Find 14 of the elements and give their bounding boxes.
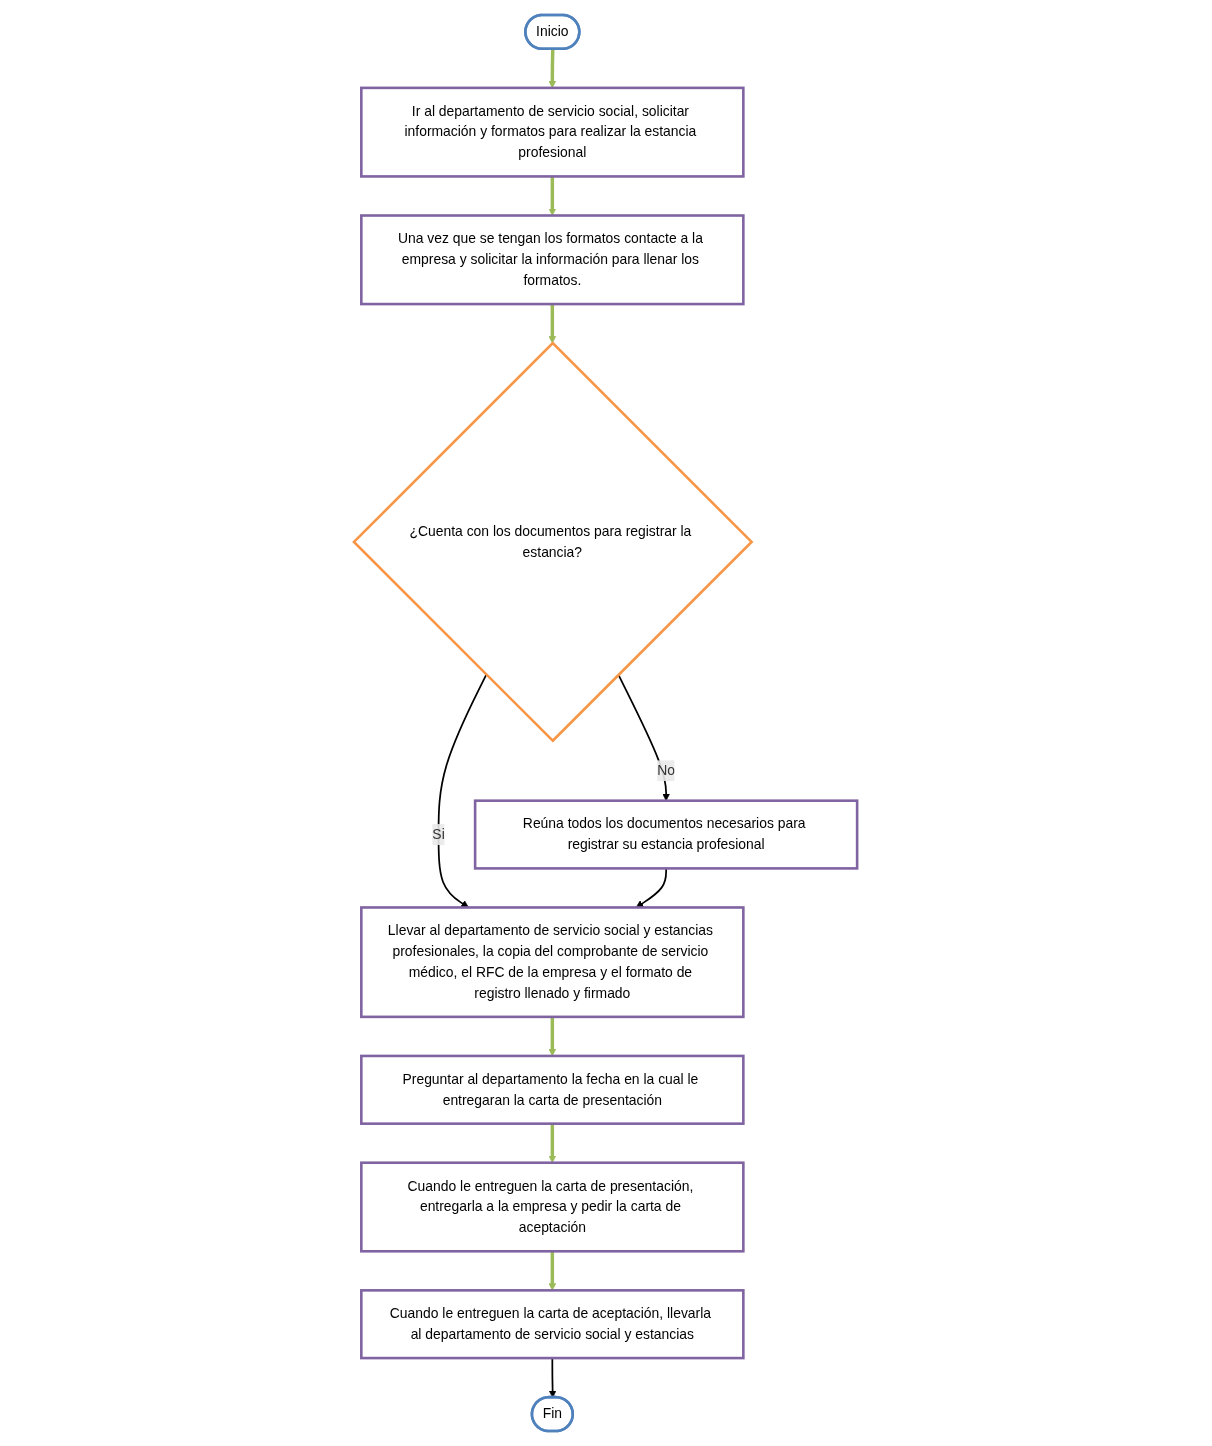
edge-label: Si	[432, 826, 446, 842]
node-box: Reúna todos los documentos necesarios para registrar su estancia profesional	[474, 799, 859, 870]
node-box: Cuando le entreguen la carta de aceptación, llevarla al departamento de servicio social y estancias	[360, 1289, 746, 1360]
edge-label: No	[657, 762, 676, 778]
node-diamond: ¿Cuenta con los documentos para registrar la estancia?	[352, 341, 754, 743]
node-box: Llevar al departamento de servicio social y estancias profesionales, la copia del comprobante de servicio médico, el RFC de la empresa y el formato de registro llenado y firmado	[360, 906, 746, 1019]
node-box: Cuando le entreguen la carta de presentación, entregarla a la empresa y pedir la carta de aceptación	[360, 1161, 746, 1253]
arrow	[548, 176, 557, 216]
node-box: Ir al departamento de servicio social, solicitar información y formatos para realizar la estancia profesional	[360, 86, 746, 178]
node-box: Preguntar al departamento la fecha en la cual le entregaran la carta de presentación	[360, 1054, 746, 1125]
arrow	[548, 1251, 557, 1291]
node-box: Una vez que se tengan los formatos contacte a la empresa y solicitar la información para llenar los formatos.	[360, 214, 746, 306]
arrow	[438, 673, 488, 908]
arrow	[548, 304, 557, 344]
